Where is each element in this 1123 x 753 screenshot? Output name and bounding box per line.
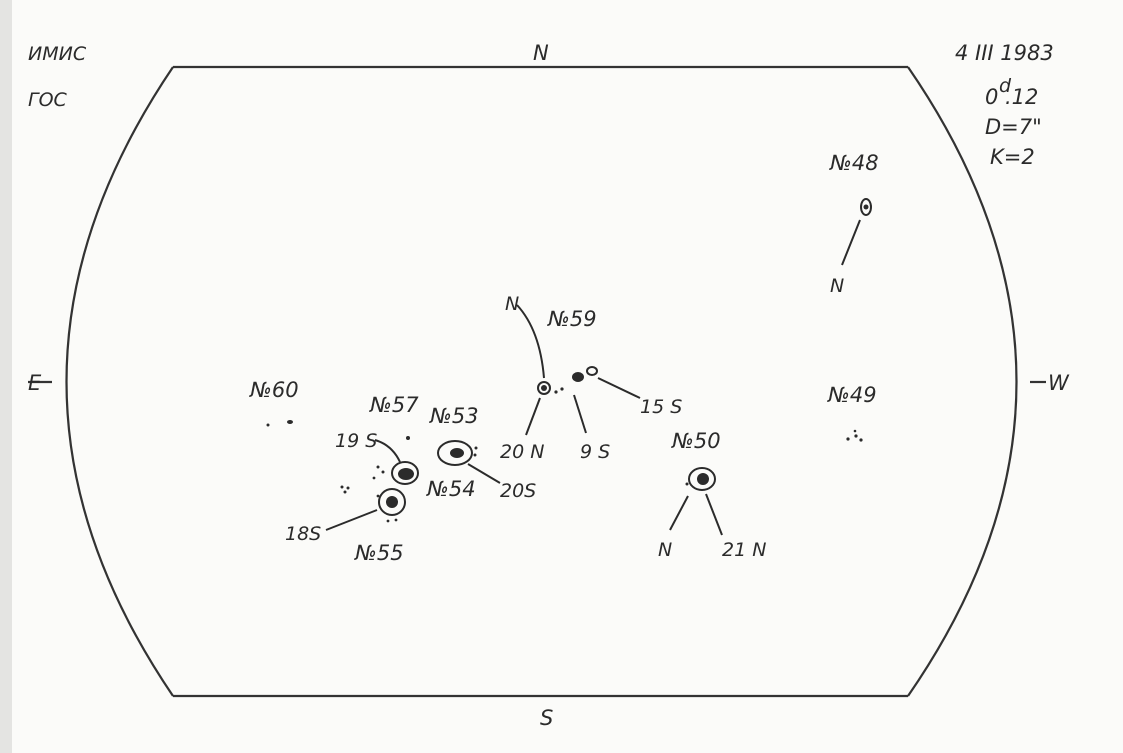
group-59: N №59 20 N 9 S 15 S xyxy=(500,293,682,463)
group-59-lat-a: 20 N xyxy=(500,441,544,463)
scan-edge xyxy=(0,0,12,753)
date-label: 4 III 1983 xyxy=(955,41,1054,65)
k-value-label: K=2 xyxy=(990,145,1035,169)
gos-label: ГОС xyxy=(28,89,68,111)
group-57-label: №57 xyxy=(369,393,419,417)
east-label: E xyxy=(28,371,42,395)
south-label: S xyxy=(540,706,553,730)
group-55: 18S №55 xyxy=(285,488,406,565)
observatory-label: ИМИС xyxy=(28,43,87,65)
group-48-lat: N xyxy=(830,275,844,297)
sunspot-umbra xyxy=(863,204,869,210)
solid-disk-frame xyxy=(28,65,1046,698)
group-50-lat-a: N xyxy=(658,539,672,561)
group-57-lat: 19 S xyxy=(335,430,377,452)
west-label: W xyxy=(1048,371,1070,395)
time-frac: .12 xyxy=(1005,85,1038,109)
group-59-lat-n: N xyxy=(505,293,519,315)
group-54-label: №54 xyxy=(426,477,476,501)
group-50-lat-b: 21 N xyxy=(722,539,766,561)
group-48: №48 N xyxy=(829,151,879,297)
group-55-label: №55 xyxy=(354,541,404,565)
group-55-lat: 18S xyxy=(285,523,321,545)
sunspot-penumbra xyxy=(860,198,872,216)
group-60-label: №60 xyxy=(249,378,299,402)
diameter-label: D=7" xyxy=(985,115,1042,139)
group-53: №53 20S xyxy=(429,404,536,502)
group-59-lat-b: 9 S xyxy=(580,441,610,463)
group-50-label: №50 xyxy=(671,429,721,453)
north-label: N xyxy=(533,41,549,65)
group-50: №50 N 21 N xyxy=(658,429,766,561)
group-53-lat: 20S xyxy=(500,480,536,502)
group-49-label: №49 xyxy=(827,383,877,407)
group-60: №60 xyxy=(249,378,299,427)
time-sup: d xyxy=(999,75,1012,97)
group-59-lat-c: 15 S xyxy=(640,396,682,418)
group-48-label: №48 xyxy=(829,151,879,175)
group-53-label: №53 xyxy=(429,404,479,428)
group-59-label: №59 xyxy=(547,307,597,331)
group-54: №54 xyxy=(340,461,476,501)
time-main: 0 xyxy=(985,85,998,109)
group-57: №57 19 S xyxy=(335,393,419,463)
group-49: №49 xyxy=(827,383,877,442)
